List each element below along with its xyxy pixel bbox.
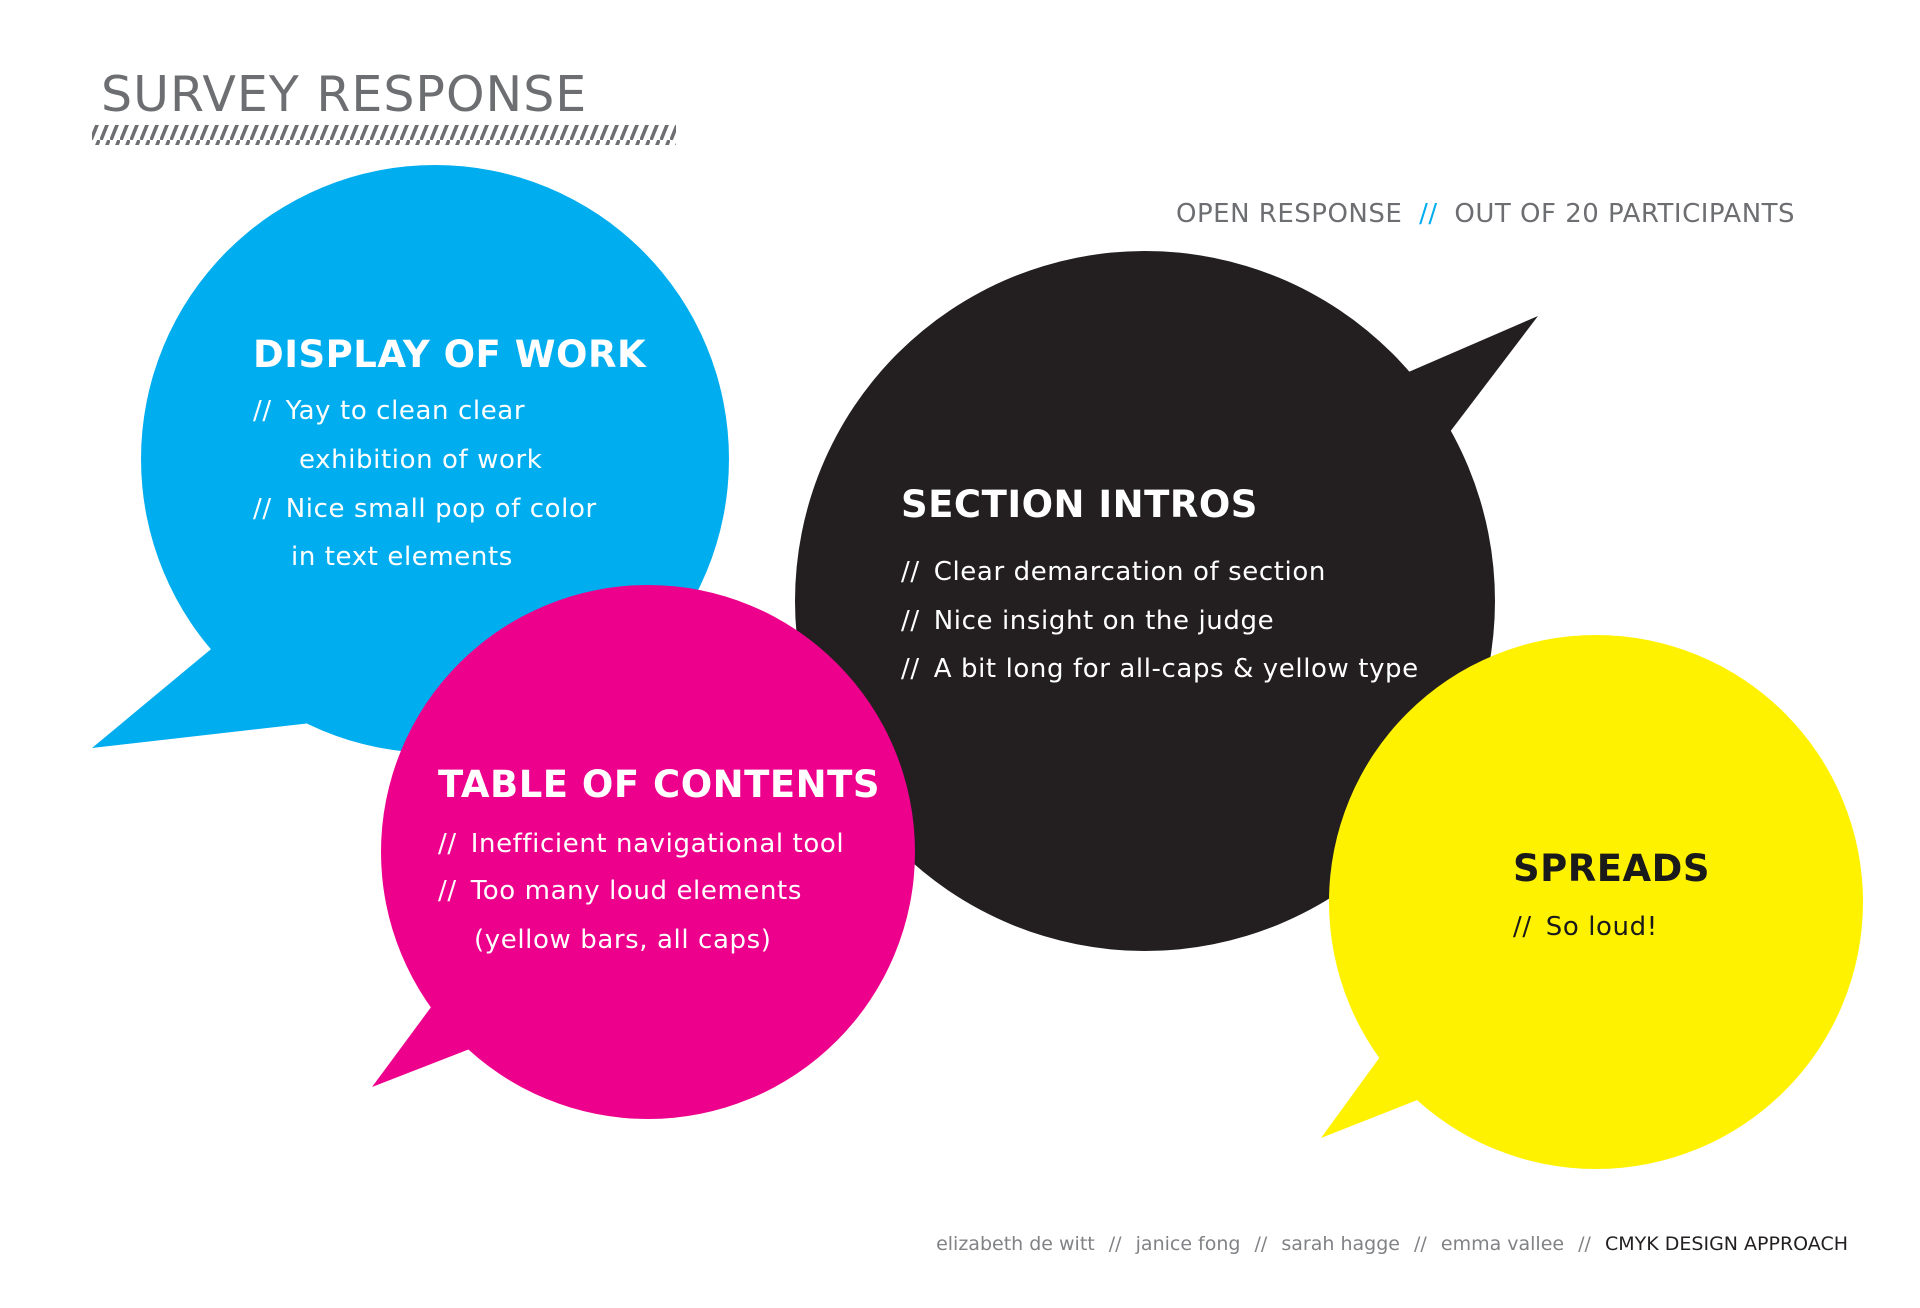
title-hatch-underline bbox=[92, 125, 676, 145]
subtitle: OPEN RESPONSE // OUT OF 20 PARTICIPANTS bbox=[1176, 199, 1795, 229]
credit-name: sarah hagge bbox=[1281, 1233, 1400, 1255]
subtitle-separator: // bbox=[1419, 199, 1438, 229]
bubble-display-line: //Yay to clean clear bbox=[253, 396, 526, 426]
credit-name: elizabeth de witt bbox=[936, 1233, 1095, 1255]
subtitle-participants: OUT OF 20 PARTICIPANTS bbox=[1454, 199, 1796, 229]
page-title: SURVEY RESPONSE bbox=[101, 66, 588, 123]
bubble-display-title: DISPLAY OF WORK bbox=[253, 333, 647, 376]
bubble-intros-title: SECTION INTROS bbox=[901, 483, 1258, 526]
bubble-intros-line: //A bit long for all-caps & yellow type bbox=[901, 654, 1419, 684]
bubble-toc-line: //Inefficient navigational tool bbox=[438, 829, 845, 859]
bubble-display-line: in text elements bbox=[291, 542, 513, 572]
credit-name: janice fong bbox=[1135, 1233, 1241, 1255]
bubble-table-of-contents-shape bbox=[372, 585, 915, 1119]
bubble-intros-line: //Clear demarcation of section bbox=[901, 557, 1326, 587]
footer-credits: elizabeth de witt // janice fong // sara… bbox=[936, 1233, 1848, 1255]
bubble-spreads-shape bbox=[1321, 635, 1863, 1169]
bubble-spreads-title: SPREADS bbox=[1513, 847, 1711, 890]
footer-brand: CMYK DESIGN APPROACH bbox=[1605, 1233, 1848, 1255]
bubble-display-line: exhibition of work bbox=[299, 445, 543, 475]
bubble-toc-line: (yellow bars, all caps) bbox=[474, 925, 772, 955]
bubble-spreads-line: //So loud! bbox=[1513, 912, 1658, 942]
bubble-toc-line: //Too many loud elements bbox=[438, 876, 803, 906]
bubble-toc-title: TABLE OF CONTENTS bbox=[438, 763, 880, 806]
bubble-section-intros-shape bbox=[795, 251, 1538, 951]
subtitle-open-response: OPEN RESPONSE bbox=[1176, 199, 1403, 229]
credit-name: emma vallee bbox=[1440, 1233, 1565, 1255]
bubble-display-line: //Nice small pop of color bbox=[253, 494, 597, 524]
bubble-intros-line: //Nice insight on the judge bbox=[901, 606, 1275, 636]
